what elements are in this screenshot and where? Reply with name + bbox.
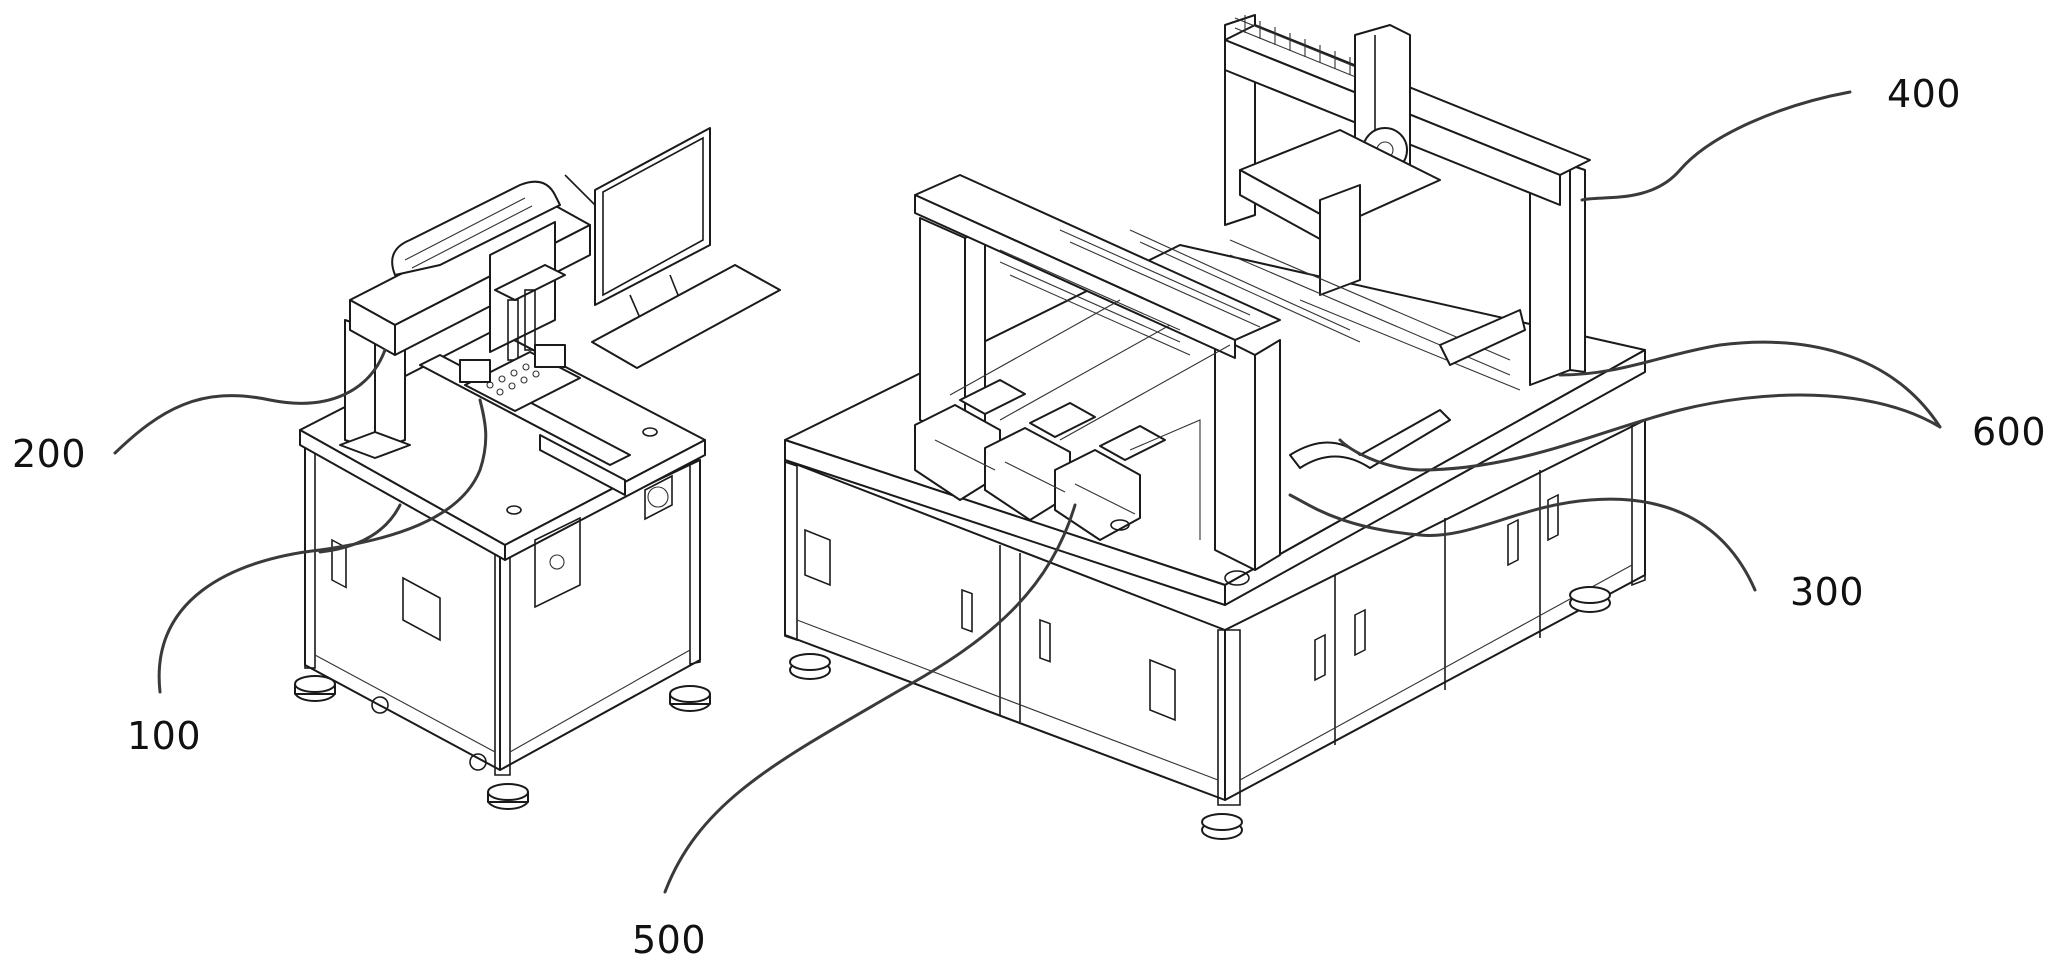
callout-label-400: 400 — [1887, 72, 1962, 116]
leader-line-200 — [113, 348, 387, 455]
large-machine — [784, 14, 1646, 840]
monitor — [564, 127, 711, 319]
keyboard — [591, 264, 781, 369]
large-cabinet-doors — [804, 493, 1559, 722]
inner-linear-rails — [999, 229, 1521, 391]
leader-lines — [113, 90, 1942, 894]
leader-line-300 — [1288, 493, 1757, 592]
callout-label-300: 300 — [1790, 570, 1865, 614]
small-door-handle — [331, 538, 347, 589]
leader-line-500 — [663, 503, 1077, 894]
small-fan-grille — [644, 474, 673, 521]
leader-line-100 — [157, 398, 488, 694]
small-cable-chain — [391, 180, 561, 276]
small-frame-post — [689, 459, 701, 665]
side-cable-chain — [1289, 309, 1526, 469]
small-access-window — [402, 576, 441, 642]
callout-label-100: 100 — [127, 714, 202, 758]
callout-label-600: 600 — [1972, 410, 2047, 454]
callout-label-500: 500 — [632, 918, 707, 962]
loading-drawers — [949, 299, 1231, 540]
front-gantry-leg-right — [1214, 334, 1256, 571]
small-feet — [294, 675, 711, 810]
leader-line-600 — [1338, 340, 1942, 472]
feeder-trays-500 — [914, 379, 1166, 541]
leader-line-400 — [1580, 90, 1852, 202]
small-machine — [294, 127, 781, 810]
small-control-panel — [534, 516, 581, 609]
callout-label-200: 200 — [12, 432, 87, 476]
large-feet — [789, 586, 1611, 840]
